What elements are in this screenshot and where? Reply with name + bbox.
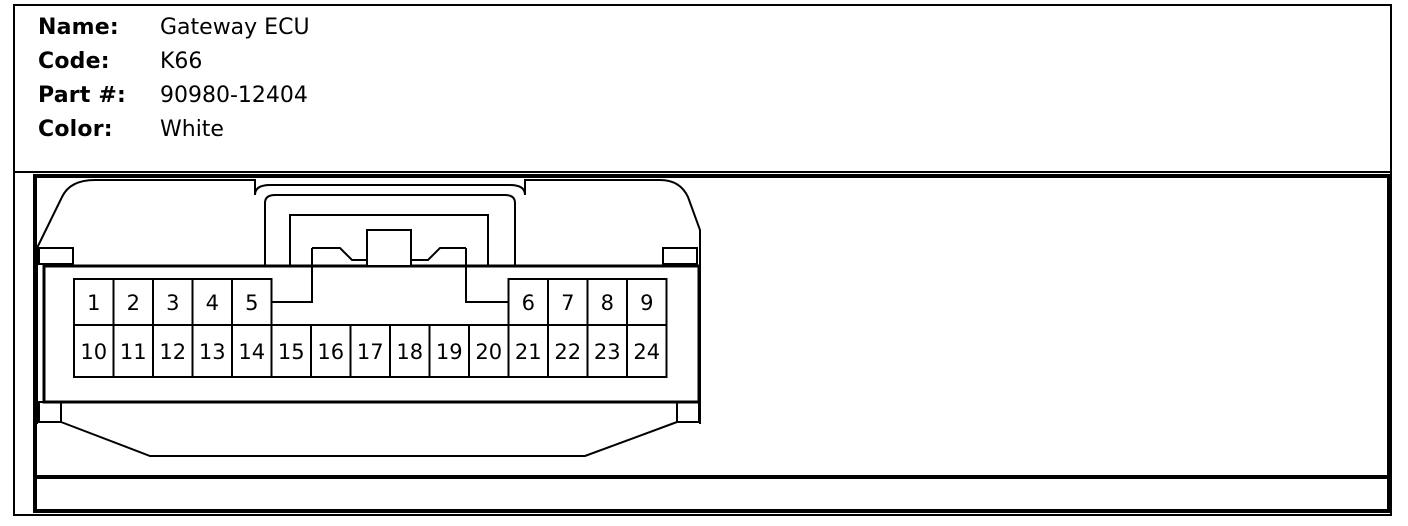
pin-number-15: 15 (278, 340, 305, 364)
connector-housing (36, 179, 701, 457)
pin-number-13: 13 (199, 340, 226, 364)
pin-cell-18 (389, 324, 431, 378)
latch-outer (264, 194, 516, 266)
latch-inner (289, 214, 489, 266)
pin-number-23: 23 (594, 340, 621, 364)
pin-cell-12 (152, 324, 194, 378)
pin-number-19: 19 (436, 340, 463, 364)
pin-number-9: 9 (640, 291, 653, 315)
pin-cell-7 (547, 278, 589, 326)
bottom-left-tab (38, 401, 62, 423)
pin-number-18: 18 (396, 340, 423, 364)
code-label: Code: (38, 49, 110, 74)
name-label: Name: (38, 15, 119, 40)
latch-right-step (465, 248, 508, 303)
pin-number-20: 20 (475, 340, 502, 364)
pin-number-17: 17 (357, 340, 384, 364)
pin-number-3: 3 (166, 291, 179, 315)
pin-row-bottom: 10 11 12 13 14 15 16 17 18 19 20 21 22 23 24 (73, 324, 668, 378)
pin-row-top-left: 1 2 3 4 5 (73, 278, 273, 326)
pin-number-4: 4 (206, 291, 219, 315)
part-number-label: Part #: (38, 83, 127, 108)
pin-number-24: 24 (633, 340, 660, 364)
name-value: Gateway ECU (160, 15, 310, 40)
pin-cell-21 (507, 324, 549, 378)
drawing-frame (33, 174, 1391, 513)
latch-right-ramp (411, 247, 466, 261)
latch-lock-tab (366, 229, 412, 267)
pin-number-5: 5 (245, 291, 258, 315)
color-label: Color: (38, 117, 113, 142)
pin-number-7: 7 (561, 291, 574, 315)
pin-cell-23 (586, 324, 628, 378)
bottom-right-tab (676, 401, 700, 423)
pin-number-8: 8 (601, 291, 614, 315)
pin-cell-3 (152, 278, 194, 326)
pin-cell-15 (270, 324, 312, 378)
right-shoulder (662, 247, 698, 265)
pin-cell-10 (73, 324, 115, 378)
left-shoulder (38, 247, 74, 265)
pin-number-6: 6 (522, 291, 535, 315)
pin-cell-24 (626, 324, 668, 378)
pin-number-11: 11 (120, 340, 147, 364)
part-number-value: 90980-12404 (160, 83, 308, 108)
pin-number-22: 22 (554, 340, 581, 364)
housing-outline (36, 179, 701, 424)
latch-left-step (272, 248, 313, 303)
pin-number-16: 16 (317, 340, 344, 364)
pin-number-1: 1 (87, 291, 100, 315)
pin-row-top-right: 6 7 8 9 (507, 278, 668, 326)
housing-skirt (60, 421, 678, 457)
pin-number-12: 12 (159, 340, 186, 364)
pin-cell-17 (349, 324, 391, 378)
color-value: White (160, 117, 224, 142)
latch-left-ramp (312, 247, 367, 261)
code-value: K66 (160, 49, 203, 74)
pin-number-21: 21 (515, 340, 542, 364)
pin-cell-4 (191, 278, 233, 326)
pin-number-10: 10 (80, 340, 107, 364)
pin-cell-19 (428, 324, 470, 378)
pin-number-2: 2 (127, 291, 140, 315)
pin-number-14: 14 (238, 340, 265, 364)
